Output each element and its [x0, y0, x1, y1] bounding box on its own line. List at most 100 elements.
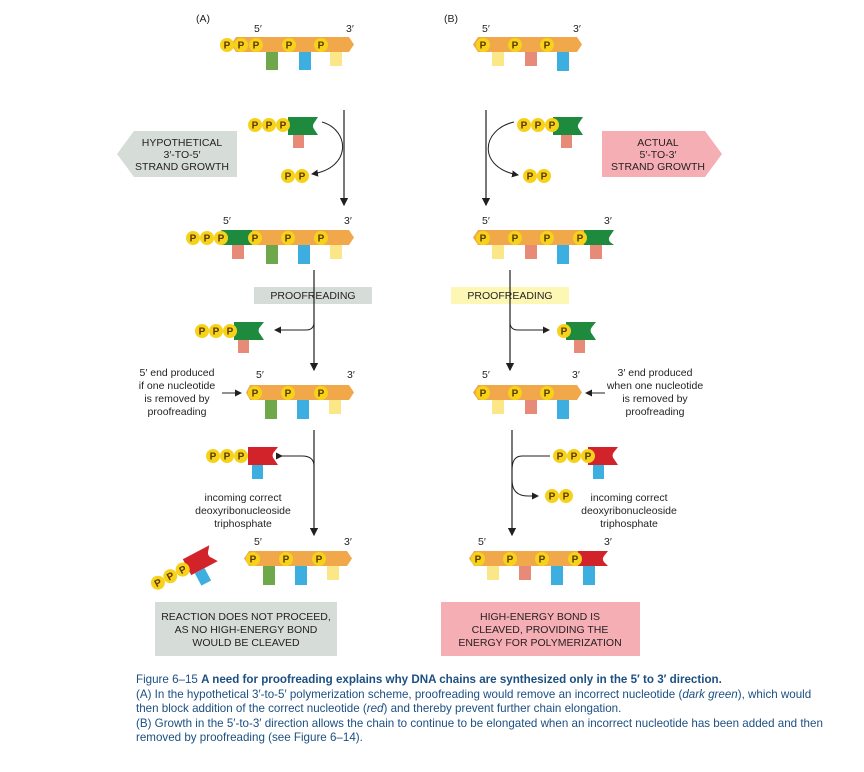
- phosphate: P: [508, 386, 522, 400]
- incoming-red-nucleotide: P P P: [553, 447, 618, 479]
- svg-text:P: P: [316, 555, 323, 566]
- svg-text:P: P: [561, 327, 568, 338]
- svg-text:P: P: [527, 172, 534, 183]
- removed-dark-green-nucleotide: P: [557, 322, 596, 353]
- phosphate: P: [567, 449, 581, 463]
- phosphate: P: [540, 386, 554, 400]
- svg-text:incoming correct: incoming correct: [204, 492, 281, 504]
- result-box-b: HIGH-ENERGY BOND IS CLEAVED, PROVIDING T…: [441, 602, 640, 656]
- caption-text-b: (B) Growth in the 5′-to-3′ direction all…: [136, 716, 823, 745]
- end-note-a: 5′ end produced if one nucleotide is rem…: [139, 367, 216, 418]
- svg-text:P: P: [512, 41, 519, 52]
- phosphate: P: [523, 169, 537, 183]
- phosphate: P: [508, 231, 522, 245]
- removal-arrow: [509, 312, 550, 334]
- incoming-note-b: incoming correct deoxyribonucleoside tri…: [581, 492, 677, 530]
- phosphate: P: [508, 38, 522, 52]
- svg-text:P: P: [318, 41, 325, 52]
- svg-text:P: P: [224, 41, 231, 52]
- panel-a-label: (A): [196, 13, 210, 25]
- dna-strand-b2: P P P P: [473, 230, 614, 264]
- phosphate: P: [214, 231, 228, 245]
- reaction-arrow: [311, 121, 344, 177]
- svg-text:P: P: [299, 172, 306, 183]
- three-prime-label: 3′: [573, 23, 581, 35]
- svg-text:P: P: [153, 577, 164, 590]
- phosphate: P: [163, 569, 178, 583]
- phosphate: P: [281, 386, 295, 400]
- svg-text:when one nucleotide: when one nucleotide: [606, 380, 703, 392]
- incoming-red-nucleotide: P P P: [206, 447, 278, 479]
- phosphate: P: [200, 231, 214, 245]
- five-prime-label: 5′: [482, 369, 490, 381]
- svg-text:P: P: [480, 389, 487, 400]
- phosphate: P: [545, 118, 559, 132]
- figure-title: A need for proofreading explains why DNA…: [201, 673, 722, 686]
- svg-text:P: P: [280, 121, 287, 132]
- svg-text:P: P: [535, 121, 542, 132]
- svg-text:CLEAVED, PROVIDING THE: CLEAVED, PROVIDING THE: [472, 624, 609, 636]
- svg-text:P: P: [475, 555, 482, 566]
- dna-strand-b4: P P P P: [469, 551, 608, 585]
- svg-text:PROOFREADING: PROOFREADING: [270, 290, 355, 302]
- svg-text:P: P: [318, 389, 325, 400]
- phosphate: P: [559, 489, 573, 503]
- svg-text:P: P: [165, 570, 176, 583]
- svg-text:P: P: [480, 234, 487, 245]
- reaction-arrow: [487, 121, 519, 178]
- phosphate: P: [535, 552, 549, 566]
- phosphate: P: [248, 118, 262, 132]
- svg-text:P: P: [252, 389, 259, 400]
- three-prime-label: 3′: [604, 215, 612, 227]
- phosphate: P: [568, 552, 582, 566]
- svg-text:triphosphate: triphosphate: [214, 518, 272, 530]
- phosphate: P: [234, 38, 248, 52]
- svg-text:P: P: [480, 41, 487, 52]
- svg-text:P: P: [512, 234, 519, 245]
- svg-text:P: P: [286, 41, 293, 52]
- dna-strand-b3: P P P: [473, 385, 582, 419]
- svg-text:P: P: [521, 121, 528, 132]
- incoming-note-a: incoming correct deoxyribonucleoside tri…: [195, 492, 291, 530]
- svg-text:proofreading: proofreading: [626, 406, 685, 418]
- svg-text:P: P: [285, 234, 292, 245]
- phosphate: P: [314, 386, 328, 400]
- phosphate: P: [150, 575, 165, 590]
- svg-text:P: P: [539, 555, 546, 566]
- svg-text:AS NO HIGH-ENERGY BOND: AS NO HIGH-ENERGY BOND: [175, 624, 318, 636]
- phosphate: P: [209, 324, 223, 338]
- svg-text:P: P: [572, 555, 579, 566]
- phosphate: P: [476, 386, 490, 400]
- phosphate: P: [234, 449, 248, 463]
- svg-text:P: P: [252, 121, 259, 132]
- svg-text:P: P: [512, 389, 519, 400]
- phosphate: P: [186, 231, 200, 245]
- phosphate: P: [557, 324, 571, 338]
- svg-text:P: P: [544, 234, 551, 245]
- svg-text:P: P: [544, 389, 551, 400]
- incoming-dark-green-nucleotide: P P P: [248, 117, 318, 148]
- phosphate: P: [314, 231, 328, 245]
- svg-text:P: P: [549, 492, 556, 503]
- panel-a: (A) 5′ 3′ P P P P P P P P P P: [117, 13, 372, 656]
- svg-text:P: P: [549, 121, 556, 132]
- proofreading-box-a: PROOFREADING: [254, 287, 372, 304]
- result-box-a: REACTION DOES NOT PROCEED, AS NO HIGH-EN…: [155, 602, 337, 656]
- figure-caption: Figure 6–15 A need for proofreading expl…: [136, 673, 836, 746]
- phosphate: P: [573, 231, 587, 245]
- phosphate: P: [223, 324, 237, 338]
- phosphate: P: [471, 552, 485, 566]
- svg-text:P: P: [238, 452, 245, 463]
- phosphate: P: [314, 38, 328, 52]
- phosphate: P: [540, 231, 554, 245]
- panel-b-label: (B): [444, 13, 458, 25]
- phosphate: P: [537, 169, 551, 183]
- svg-text:P: P: [541, 172, 548, 183]
- svg-text:P: P: [227, 327, 234, 338]
- svg-text:P: P: [285, 389, 292, 400]
- svg-text:P: P: [557, 452, 564, 463]
- svg-text:P: P: [577, 234, 584, 245]
- phosphate: P: [276, 118, 290, 132]
- svg-text:STRAND GROWTH: STRAND GROWTH: [611, 161, 705, 173]
